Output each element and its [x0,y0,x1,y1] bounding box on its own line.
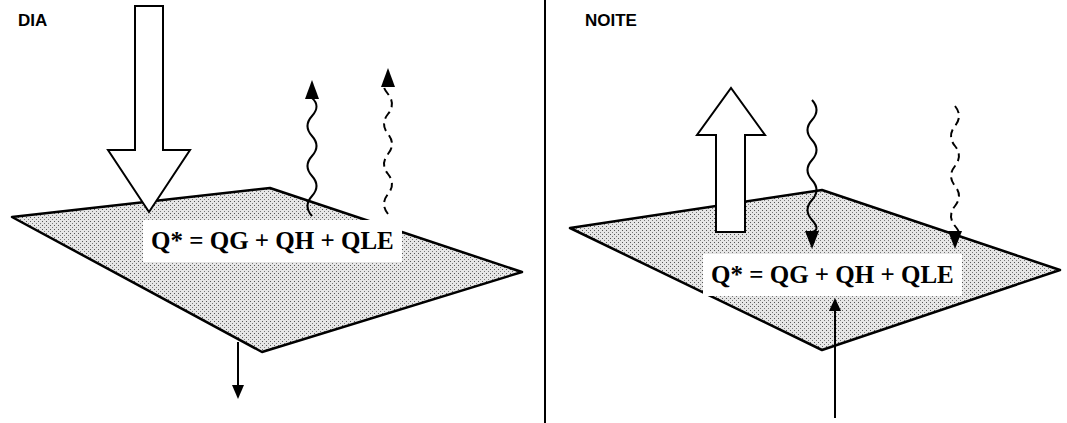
radiation-arrow [697,88,765,232]
arrow-head [381,68,395,87]
radiation-arrow [108,6,190,212]
surface-node: Q* = QG + QH + QLE [566,186,1064,354]
panel-title: DIA [18,11,47,31]
surface-shape [10,185,525,355]
energy-equation: Q* = QG + QH + QLE [143,220,402,262]
ground-heat-arrow [834,310,836,418]
arrow-head [829,298,841,311]
panel-divider [544,0,546,423]
arrow-head [305,80,319,99]
latent-heat-arrow [384,86,392,214]
sensible-heat-arrow [308,98,317,216]
arrow-head [805,231,819,249]
arrow-head [948,231,962,249]
ground-heat-arrow [237,342,239,386]
arrow-head [232,385,244,399]
sensible-heat-arrow [808,100,817,232]
latent-heat-arrow [951,106,959,233]
surface-node: Q* = QG + QH + QLE [10,185,525,355]
panel-title: NOITE [585,11,637,31]
energy-equation: Q* = QG + QH + QLE [703,254,962,296]
